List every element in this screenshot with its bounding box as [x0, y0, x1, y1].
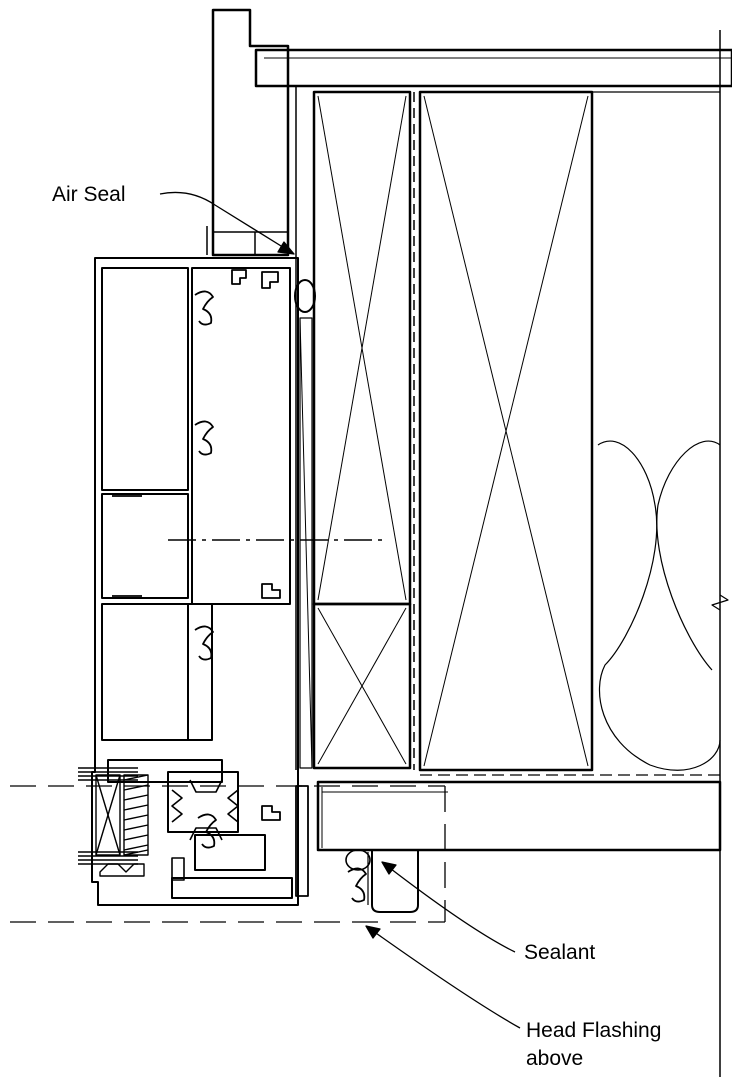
break-symbol: [711, 594, 729, 611]
leader-sealant: [381, 861, 516, 953]
leader-air-seal: [159, 191, 295, 255]
sealant-assembly: [345, 849, 419, 913]
upper-vertical-post: [206, 8, 297, 770]
label-sealant: Sealant: [524, 941, 596, 964]
hidden-lines: [10, 785, 446, 923]
label-head-flashing-above: above: [526, 1047, 584, 1070]
insulation-symbol: [597, 440, 721, 771]
blocking-members: [312, 90, 720, 776]
leader-head-flashing: [365, 925, 521, 1029]
thermal-break: [171, 779, 239, 881]
label-air-seal: Air Seal: [52, 183, 126, 206]
bottom-header: [316, 780, 722, 852]
glazing-clips: [112, 269, 367, 903]
top-beam: [254, 48, 732, 88]
glazing-unit-edge: [78, 767, 149, 877]
label-head-flashing: Head Flashing: [526, 1019, 662, 1042]
frame-extrusion: [91, 257, 299, 906]
